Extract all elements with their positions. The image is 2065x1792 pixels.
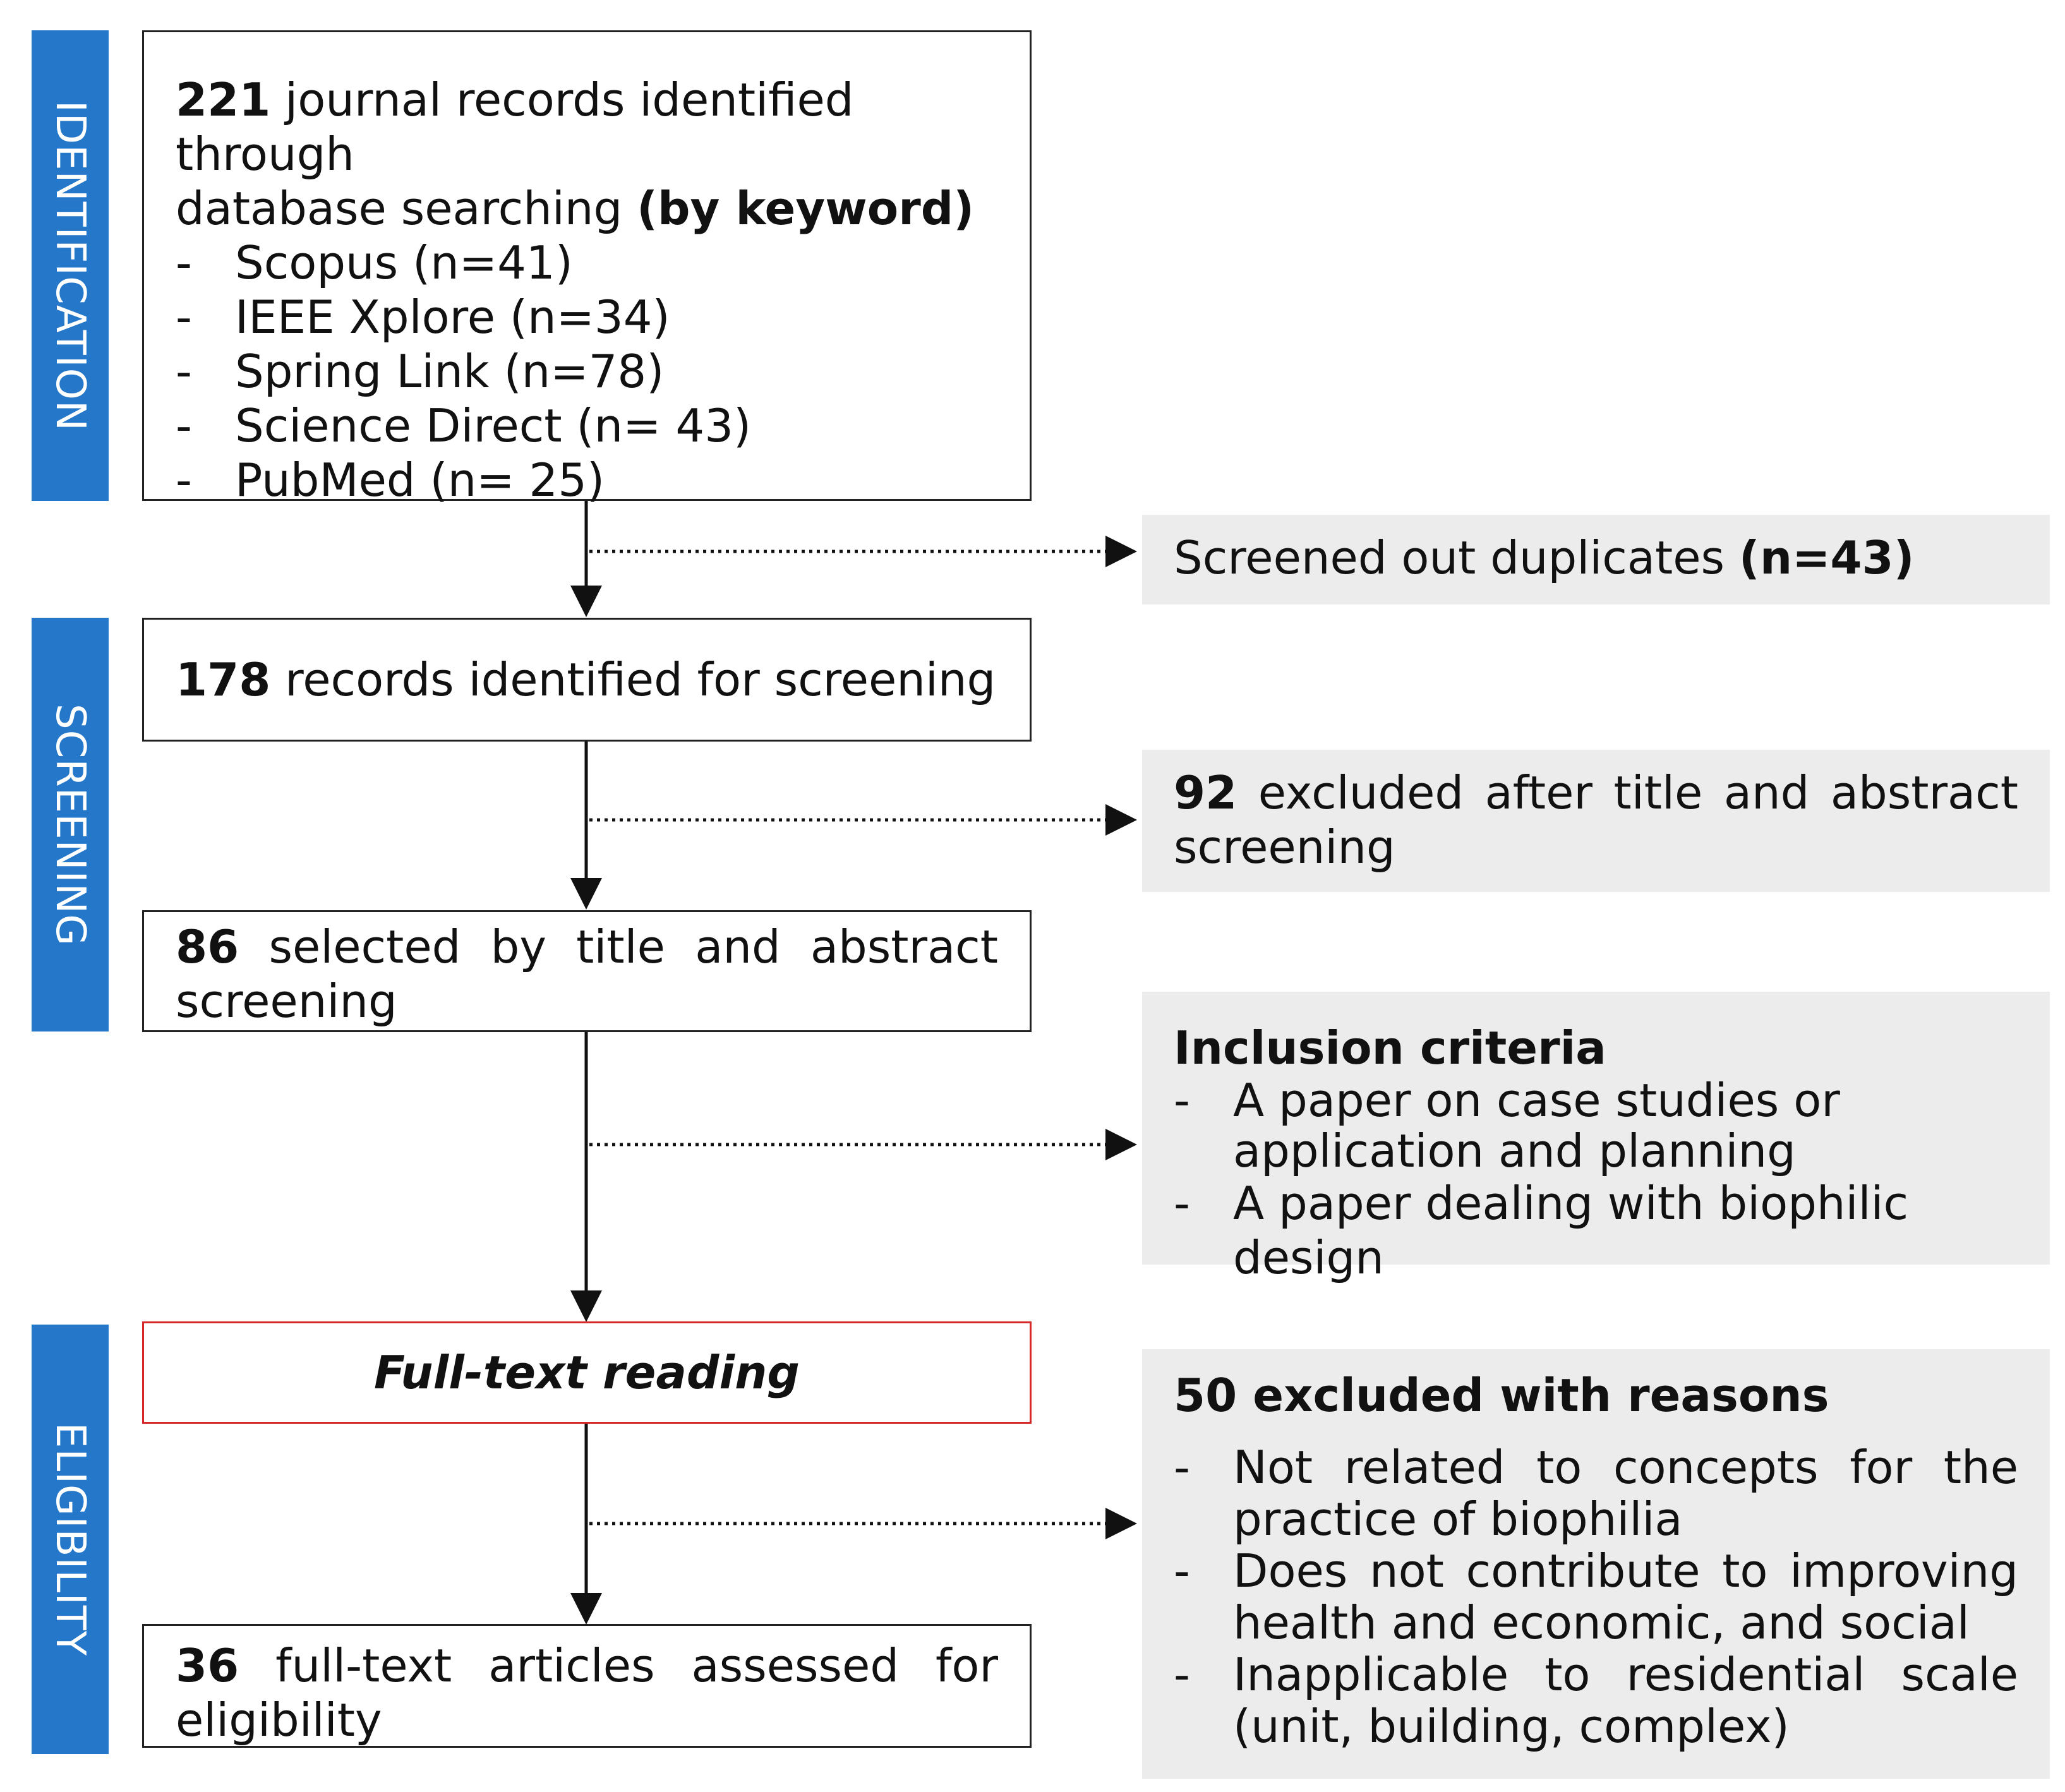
records-identified-line2: database searching (by keyword) [176,181,998,236]
selected-count: 86 [176,920,239,973]
by-keyword-text: (by keyword) [637,182,975,235]
duplicates-count: (n=43) [1738,531,1915,584]
inclusion-item: -A paper on case studies or application … [1174,1074,1840,1177]
assessed-box: 36 full-text articles assessed for eligi… [142,1624,1032,1748]
screening-count: 178 [176,653,271,706]
records-count: 221 [176,73,271,126]
records-identified-line1: 221 journal records identified through [176,73,998,181]
source-ieee: IEEE Xplore (n=34) [235,291,670,344]
duplicates-box: Screened out duplicates (n=43) [1142,515,2050,604]
screening-records-box: 178 records identified for screening [142,618,1032,742]
source-item: -IEEE Xplore (n=34) [176,290,998,344]
excluded-reasons-title: 50 excluded with reasons [1174,1369,1829,1422]
records-identified-box: 221 journal records identified through d… [142,30,1032,507]
selected-text: selected by title and abstract screening [176,920,998,1028]
phase-identification-label: IDENTIFICATION [47,100,93,431]
full-text-reading-label: Full-text reading [374,1346,800,1399]
phase-screening: SCREENING [32,618,109,1031]
source-springlink: Spring Link (n=78) [235,345,665,398]
phase-screening-label: SCREENING [47,703,93,946]
inclusion-item: -A paper dealing with biophilic design [1174,1177,1909,1284]
source-sciencedirect: Science Direct (n= 43) [235,399,752,452]
assessed-text: full-text articles assessed for eligibil… [176,1639,998,1747]
phase-identification: IDENTIFICATION [32,30,109,501]
screening-text: records identified for screening [270,653,996,706]
title-excluded-count: 92 [1174,766,1237,819]
source-pubmed: PubMed (n= 25) [235,454,605,507]
phase-eligibility-label: ELIGIBILITY [47,1422,93,1656]
source-item: -Science Direct (n= 43) [176,399,998,453]
phase-eligibility: ELIGIBILITY [32,1325,109,1754]
source-item: -Scopus (n=41) [176,236,998,290]
title-excluded-text: excluded after title and abstract screen… [1174,766,2018,874]
reason-item: -Does not contribute to improving health… [1174,1544,2018,1649]
reason-item: -Not related to concepts for the practic… [1174,1441,2018,1546]
records-text: journal records identified through [176,73,854,181]
inclusion-title: Inclusion criteria [1174,1021,1606,1074]
database-search-text: database searching [176,182,637,235]
source-scopus: Scopus (n=41) [235,236,573,289]
source-item: -Spring Link (n=78) [176,344,998,399]
excluded-reasons-box: 50 excluded with reasons -Not related to… [1142,1349,2050,1779]
duplicates-text: Screened out duplicates [1174,531,1739,584]
reason-item: -Inapplicable to residential scale (unit… [1174,1648,2018,1753]
selected-box: 86 selected by title and abstract screen… [142,910,1032,1032]
full-text-reading-box: Full-text reading [142,1321,1032,1424]
title-abstract-excluded-box: 92 excluded after title and abstract scr… [1142,750,2050,892]
inclusion-criteria-box: Inclusion criteria -A paper on case stud… [1142,992,2050,1284]
source-item: -PubMed (n= 25) [176,453,998,507]
assessed-count: 36 [176,1639,239,1692]
